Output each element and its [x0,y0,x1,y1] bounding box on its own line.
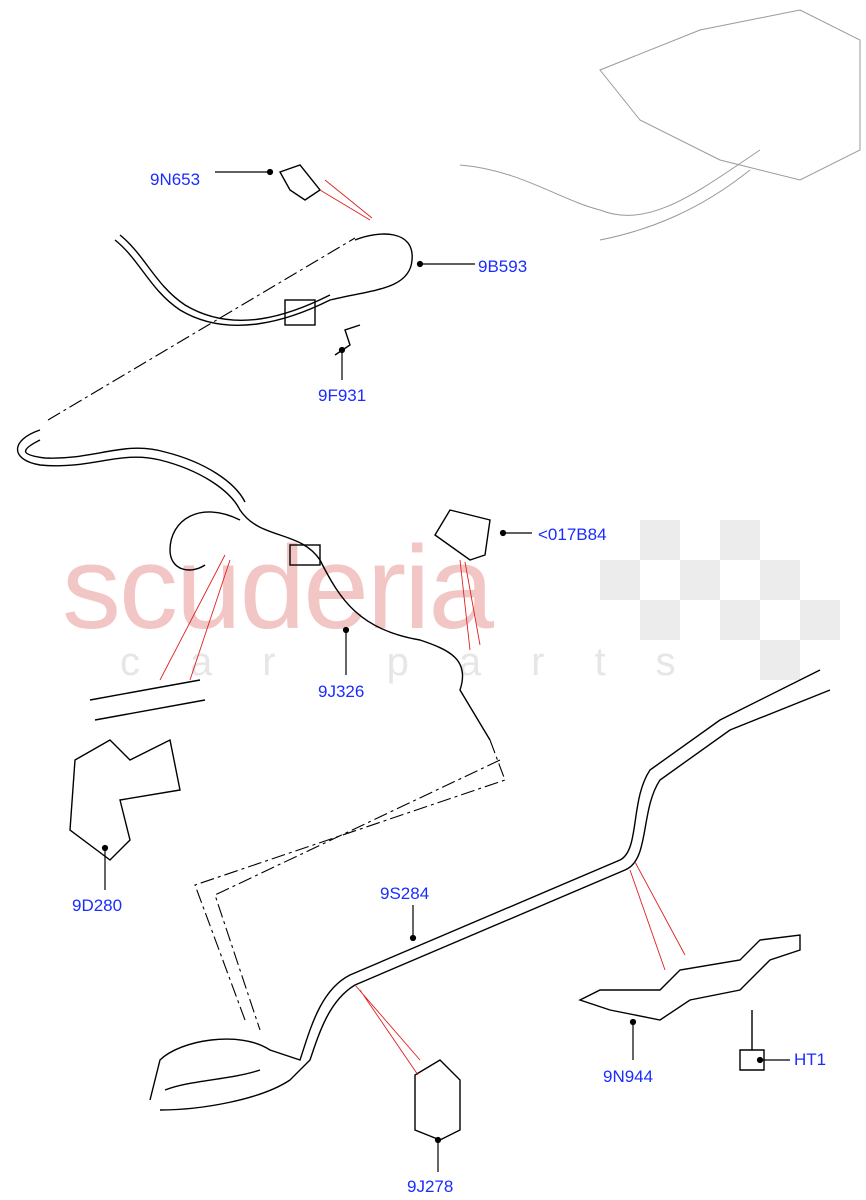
cover-017B84 [434,509,491,561]
fuel-tank-outline [459,9,861,241]
bracket-9N944 [578,934,801,1021]
label-HT1[interactable]: HT1 [794,1050,827,1069]
clip-9F931 [334,324,361,356]
red-leaders [159,179,686,1076]
label-9N653[interactable]: 9N653 [150,170,201,189]
label-9B593[interactable]: 9B593 [478,257,528,276]
label-9J278[interactable]: 9J278 [407,1177,454,1196]
black-leaders [101,168,790,1172]
pipes-9S284 [149,669,831,1111]
watermark-brand: scuderia [62,522,494,654]
bracket-9D280 [69,679,206,861]
label-9N944[interactable]: 9N944 [603,1067,654,1086]
clip-9N653 [278,164,322,201]
watermark-sub: car parts [120,640,726,684]
checker-watermark [600,520,840,680]
dashed-connectors [47,237,506,1031]
label-9S284[interactable]: 9S284 [380,884,430,903]
hose-9J326 [16,429,491,741]
bolt-HT1 [739,1010,765,1071]
clip-9J278 [414,1059,461,1141]
hose-9B593 [114,233,413,326]
label-9D280[interactable]: 9D280 [72,896,123,915]
label-9J326[interactable]: 9J326 [318,682,365,701]
label-017B84[interactable]: <017B84 [538,525,607,544]
label-9F931[interactable]: 9F931 [318,386,367,405]
